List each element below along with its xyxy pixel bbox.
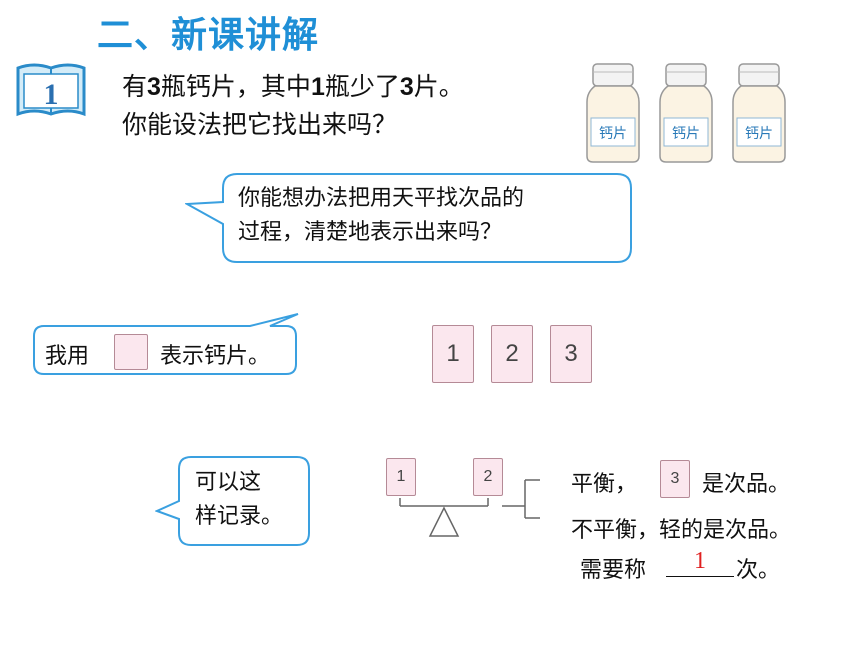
question-bubble-line-2: 过程，清楚地表示出来吗？: [238, 220, 503, 245]
weigh-times-before: 需要称: [580, 558, 647, 583]
example-book-icon: 1: [16, 63, 86, 117]
question-line-2: 你能设法把它找出来吗？: [122, 110, 398, 139]
weigh-times-answer: 1: [694, 548, 706, 574]
scale-left-card: 1: [386, 458, 416, 496]
record-bubble-line-1: 可以这: [195, 470, 262, 495]
question-line-1: 有3瓶钙片，其中1瓶少了3片。: [122, 72, 464, 101]
question-bubble: [185, 173, 632, 263]
question-bubble-line-1: 你能想办法把用天平找次品的: [238, 186, 525, 211]
calcium-bottle-3: 钙片: [732, 63, 786, 163]
card-1: 1: [432, 325, 474, 383]
outcome-unbalanced-text: 不平衡，轻的是次品。: [571, 518, 792, 543]
represent-bubble: [33, 313, 299, 375]
example-badge-number: 1: [44, 78, 59, 111]
bottle-label: 钙片: [599, 126, 627, 142]
card-2: 2: [491, 325, 533, 383]
bottle-label: 钙片: [672, 126, 700, 142]
blank-card-symbol: [114, 334, 148, 370]
card-3: 3: [550, 325, 592, 383]
weigh-times-blank: 1: [666, 548, 734, 577]
outcome-balanced-result: 是次品。: [702, 472, 791, 497]
record-bubble: [155, 456, 310, 546]
outcome-balanced-text: 平衡，: [571, 472, 638, 497]
balance-scale: [399, 479, 540, 537]
represent-text-before: 我用: [45, 344, 90, 369]
scale-right-card: 2: [473, 458, 503, 496]
outcome-balanced-card: 3: [660, 460, 690, 498]
record-bubble-line-2: 样记录。: [195, 504, 284, 529]
weigh-times-after: 次。: [736, 558, 781, 583]
represent-text-after: 表示钙片。: [160, 344, 271, 369]
calcium-bottle-2: 钙片: [659, 63, 713, 163]
bottle-label: 钙片: [745, 126, 773, 142]
section-title: 二、新课讲解: [97, 15, 320, 56]
calcium-bottle-1: 钙片: [586, 63, 640, 163]
